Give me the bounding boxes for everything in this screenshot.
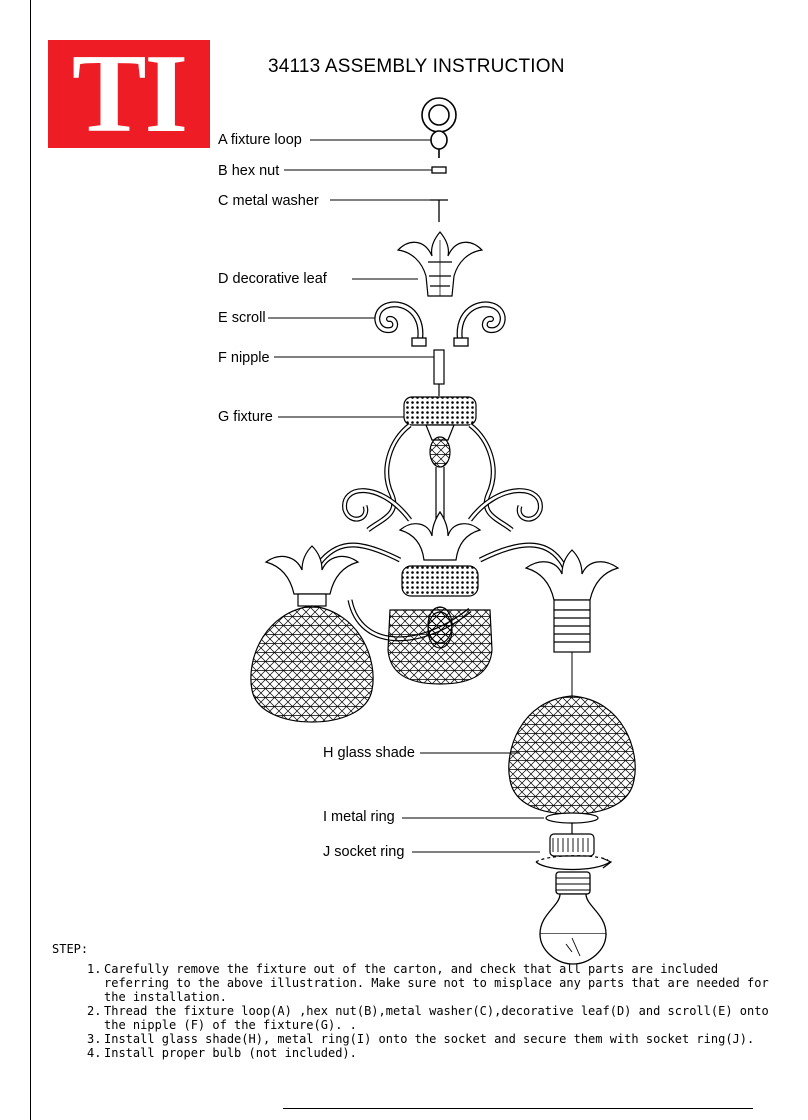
step-text: Carefully remove the fixture out of the … <box>104 962 769 1004</box>
step-text: Install proper bulb (not included). <box>104 1046 357 1060</box>
bottom-rule <box>283 1108 753 1109</box>
company-logo: TI <box>48 40 210 148</box>
left-arm-shade <box>250 545 374 723</box>
metal-washer-part <box>430 199 448 222</box>
scroll-part <box>374 301 506 347</box>
assembly-steps: STEP: 1.Carefully remove the fixture out… <box>52 942 772 1060</box>
page-border <box>30 0 31 1120</box>
part-label-hex-nut: B hex nut <box>218 163 280 179</box>
step-number: 4. <box>87 1046 102 1060</box>
part-label-nipple: F nipple <box>218 350 270 366</box>
step-number: 2. <box>87 1004 102 1018</box>
right-socket <box>524 549 620 696</box>
fixture-body <box>309 396 573 644</box>
metal-ring-part <box>545 812 599 834</box>
socket-ring-part <box>535 833 613 871</box>
step-number: 1. <box>87 962 102 976</box>
part-label-glass-shade: H glass shade <box>323 745 415 761</box>
glass-shade-part <box>508 695 636 824</box>
step-1: 1.Carefully remove the fixture out of th… <box>52 962 772 1004</box>
hex-nut-part <box>431 166 447 174</box>
step-3: 3.Install glass shade(H), metal ring(I) … <box>52 1032 772 1046</box>
document-title: 34113 ASSEMBLY INSTRUCTION <box>268 56 565 77</box>
step-2: 2.Thread the fixture loop(A) ,hex nut(B)… <box>52 1004 772 1032</box>
steps-heading: STEP: <box>52 942 89 956</box>
fixture-loop-part <box>421 97 457 158</box>
step-text: Install glass shade(H), metal ring(I) on… <box>104 1032 755 1046</box>
part-label-fixture: G fixture <box>218 409 273 425</box>
light-bulb-part <box>539 871 607 935</box>
part-label-metal-washer: C metal washer <box>218 193 319 209</box>
logo-text: TI <box>71 40 188 148</box>
step-4: 4.Install proper bulb (not included). <box>52 1046 772 1060</box>
part-label-fixture-loop: A fixture loop <box>218 132 302 148</box>
decorative-leaf-part <box>396 231 484 297</box>
step-text: Thread the fixture loop(A) ,hex nut(B),m… <box>104 1004 769 1032</box>
bulb-lower <box>539 933 607 965</box>
middle-shade <box>387 609 493 685</box>
assembly-illustration <box>250 97 636 935</box>
part-label-decorative-leaf: D decorative leaf <box>218 271 327 287</box>
part-label-metal-ring: I metal ring <box>323 809 395 825</box>
part-label-socket-ring: J socket ring <box>323 844 405 860</box>
nipple-part <box>433 349 445 396</box>
part-label-scroll: E scroll <box>218 310 266 326</box>
step-number: 3. <box>87 1032 102 1046</box>
